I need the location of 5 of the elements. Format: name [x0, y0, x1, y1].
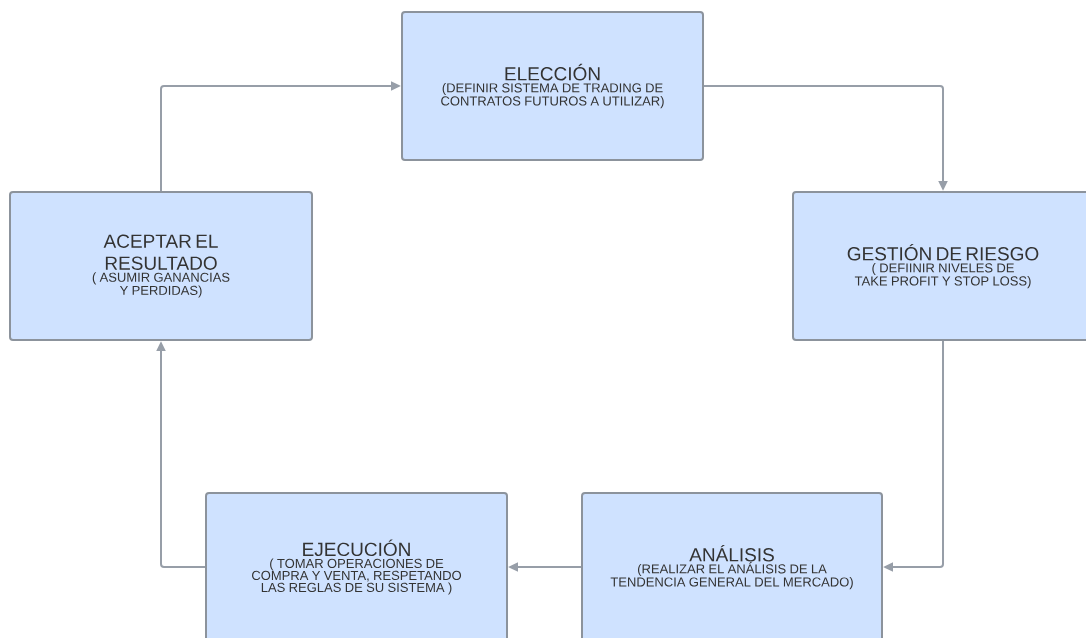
process-box: ACEPTAR EL RESULTADO ( ASUMIR GANANCIAS Y PERDIDAS)	[9, 191, 313, 341]
process-box: EJECUCIÓN ( TOMAR OPERACIONES DE COMPRA Y VENTA, RESPETANDO LAS REGLAS DE SU SISTEMA )	[205, 492, 508, 638]
process-box: ANÁLISIS (REALIZAR EL ANÁLISIS DE LA TENDENCIA GENERAL DEL MERCADO)	[581, 492, 883, 638]
process-box: ELECCIÓN (DEFINIR SISTEMA DE TRADING DE CONTRATOS FUTUROS A UTILIZAR)	[401, 11, 704, 161]
process-box: GESTIÓN DE RIESGO ( DEFIINIR NIVELES DE TAKE PROFIT Y STOP LOSS)	[792, 191, 1086, 341]
